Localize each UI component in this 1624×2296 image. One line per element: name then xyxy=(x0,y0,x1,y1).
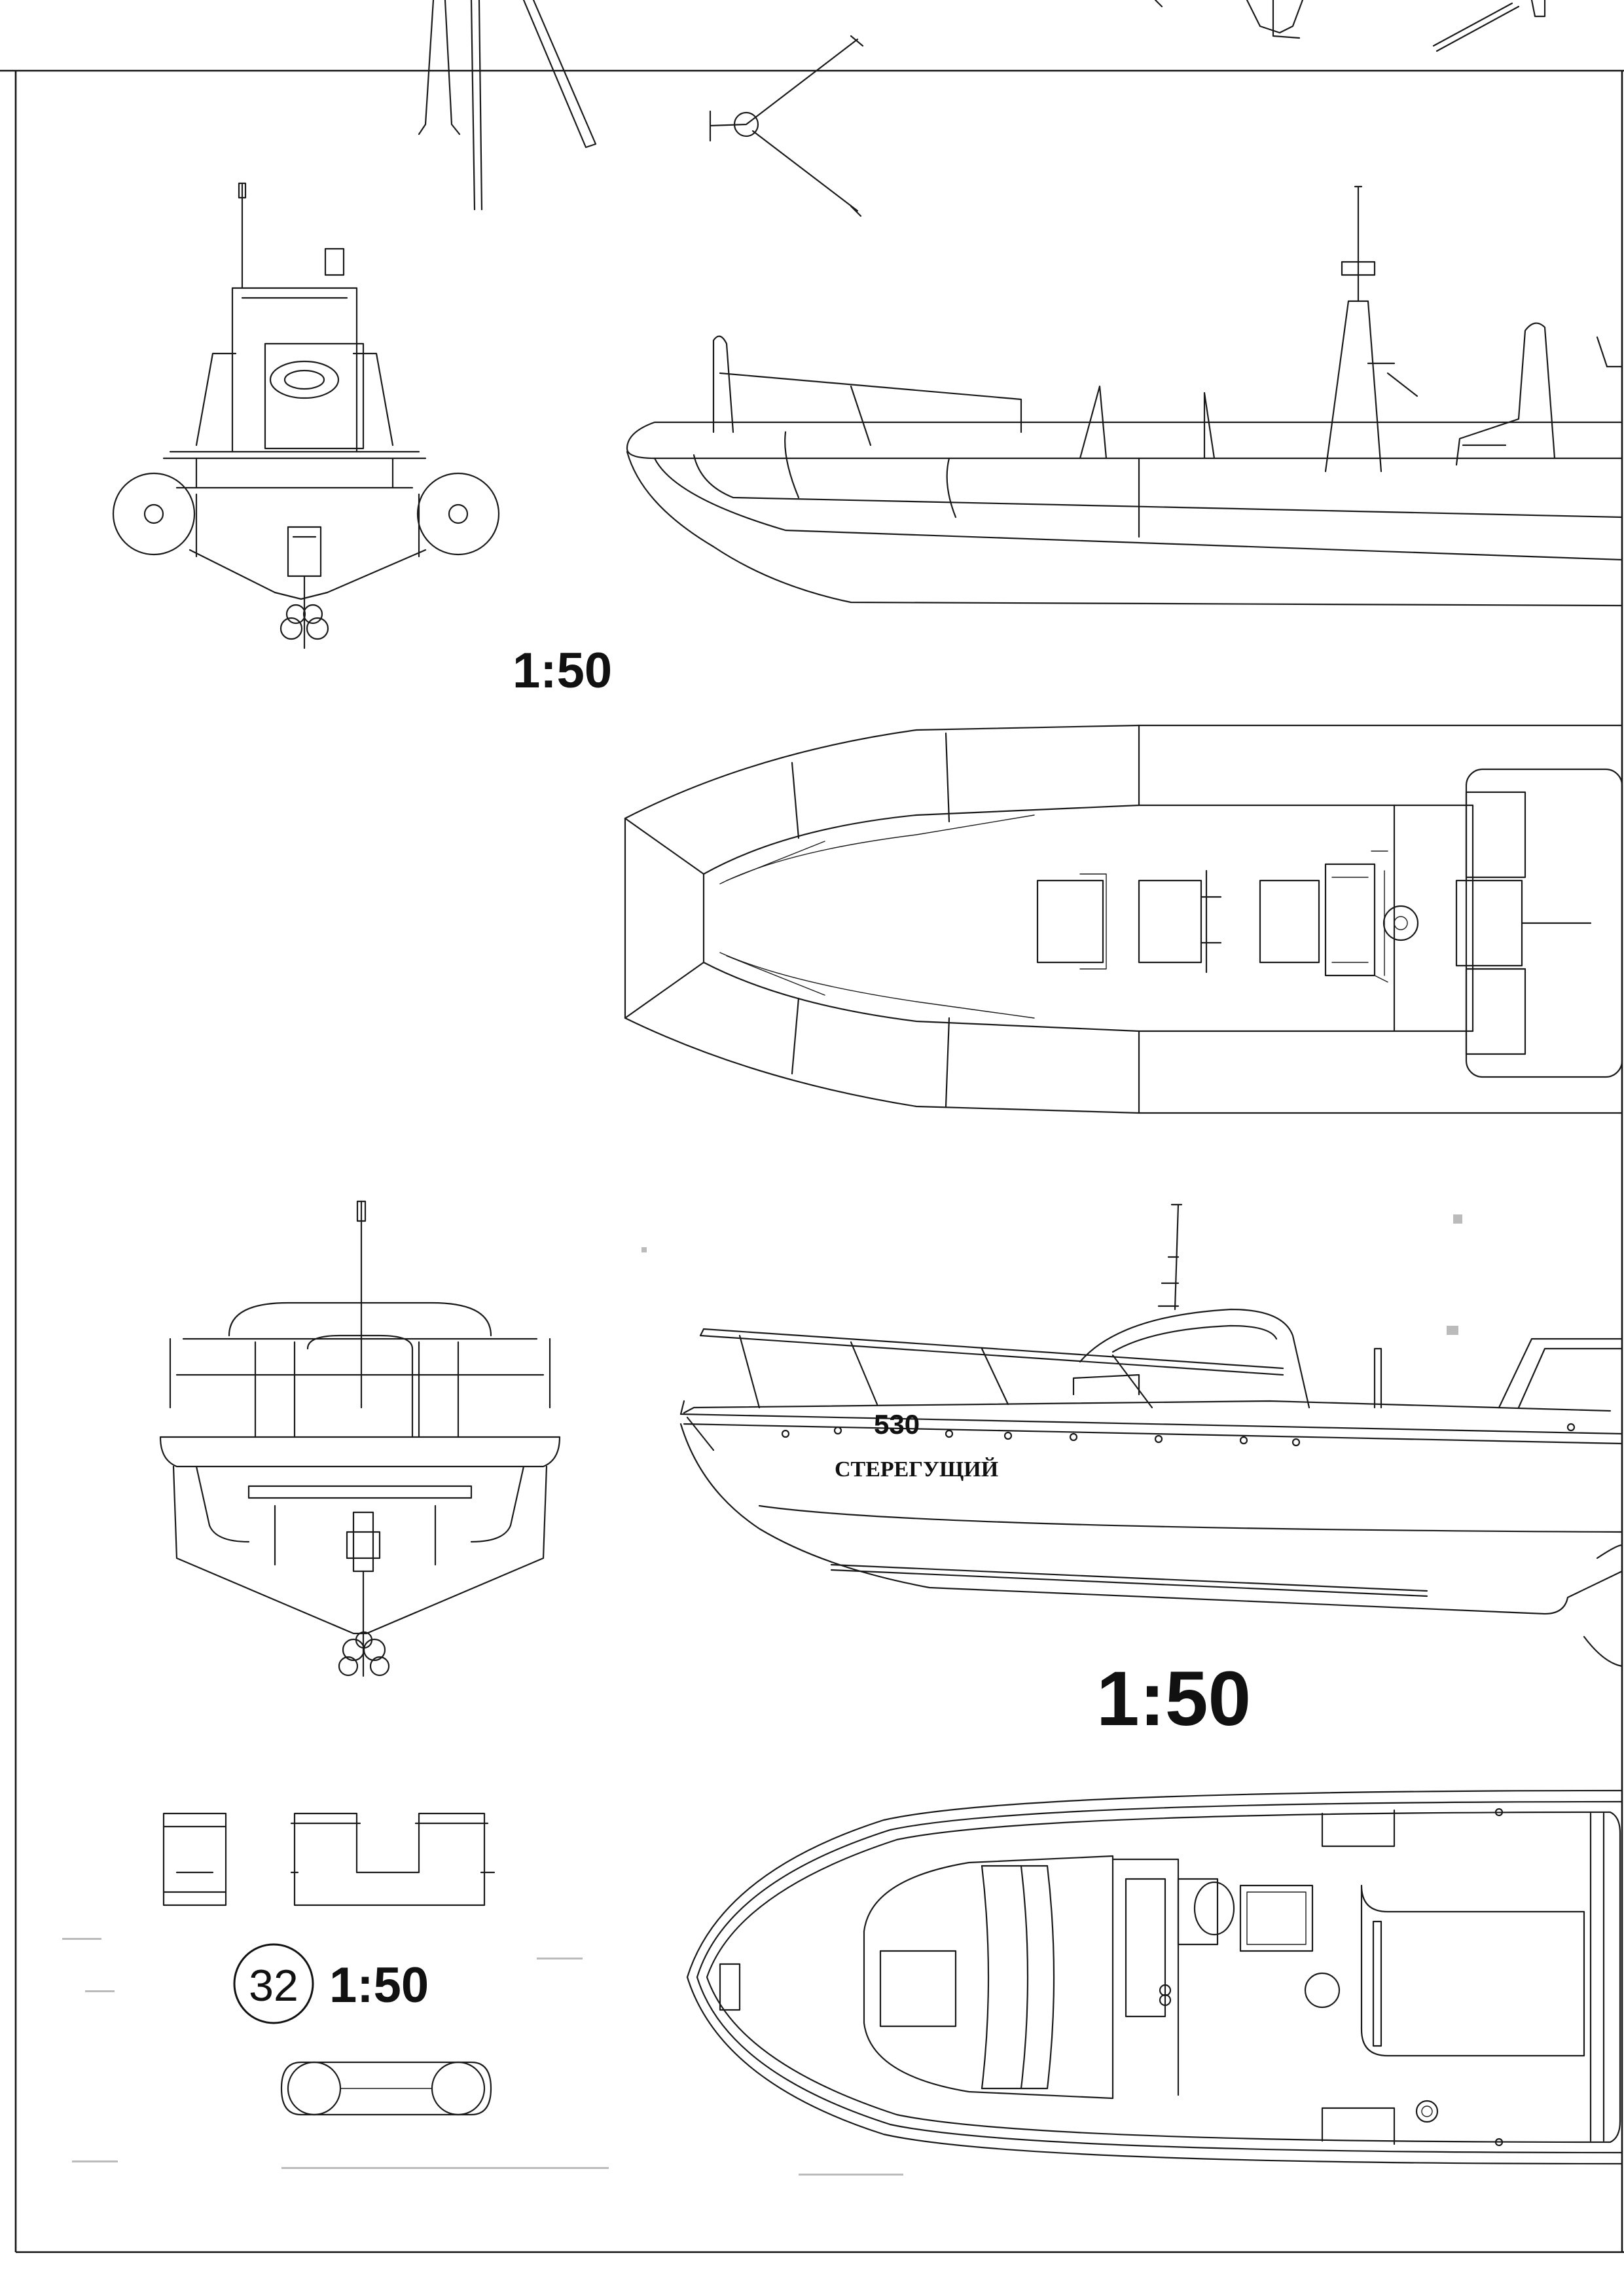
davit-fittings xyxy=(418,0,1546,217)
boat-name: СТЕРЕГУЩИЙ xyxy=(835,1457,998,1482)
cutter-stern-view xyxy=(159,1200,561,1677)
scan-noise xyxy=(62,1214,1462,2176)
hull-number: 530 xyxy=(874,1409,920,1440)
rib-side-profile xyxy=(626,185,1623,607)
rib-stern-view xyxy=(112,182,500,649)
scale-label-lower: 1:50 xyxy=(1096,1656,1251,1742)
cutter-plan-view xyxy=(686,1789,1623,2165)
scale-label-bottom: 1:50 xyxy=(329,1958,429,2013)
sheet-number: 32 xyxy=(249,1961,298,2011)
detail-fittings xyxy=(162,1812,496,2116)
sheet-number-circle xyxy=(233,1943,314,2024)
rib-plan-view xyxy=(624,724,1623,1114)
sheet-frame xyxy=(0,69,1624,2253)
scale-label-upper: 1:50 xyxy=(513,643,612,699)
cutter-side-profile xyxy=(679,1203,1623,1667)
